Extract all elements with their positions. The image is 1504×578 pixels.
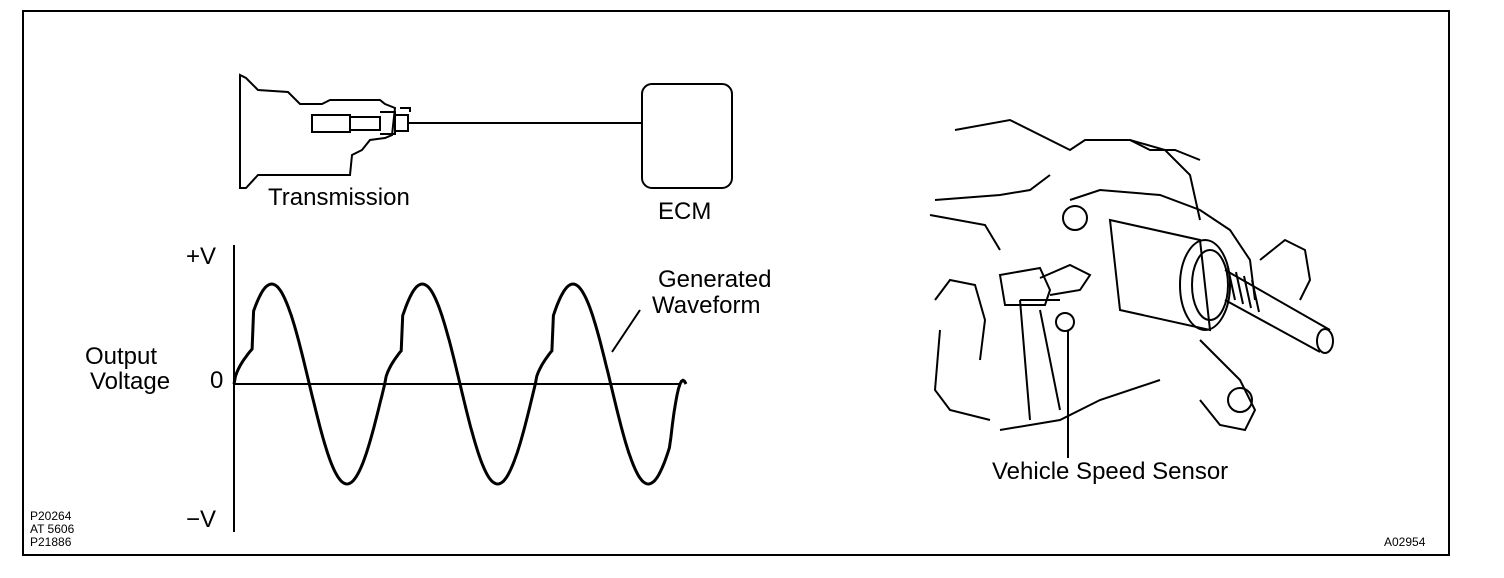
- waveform-callout-line1: Generated: [658, 266, 772, 293]
- generated-waveform: [232, 282, 688, 486]
- waveform-callout-leader: [611, 309, 641, 353]
- transmission-housing-illustration: [929, 118, 1312, 432]
- figure-code-left-1: P20264: [30, 509, 72, 523]
- waveform-callout-line2: Waveform: [652, 292, 761, 319]
- figure-code-left-2: AT 5606: [30, 522, 75, 536]
- ecm-label: ECM: [658, 198, 712, 225]
- vehicle-speed-sensor-label: Vehicle Speed Sensor: [992, 458, 1229, 485]
- figure-code-right: A02954: [1384, 535, 1426, 549]
- y-axis-zero-label: 0: [210, 367, 224, 394]
- vehicle-speed-sensor-shape: [998, 263, 1092, 332]
- output-shaft: [1108, 218, 1334, 354]
- figure-frame: [22, 10, 1450, 556]
- ecm-box: [641, 83, 733, 189]
- y-axis-neg-label: −V: [186, 506, 217, 533]
- figure-code-left-3: P21886: [30, 535, 72, 549]
- transmission-outline: [239, 73, 411, 189]
- transmission-label: Transmission: [268, 184, 410, 211]
- y-axis-pos-label: +V: [186, 243, 217, 270]
- y-axis-title-line1: Output: [85, 343, 158, 370]
- y-axis-title-line2: Voltage: [90, 368, 171, 395]
